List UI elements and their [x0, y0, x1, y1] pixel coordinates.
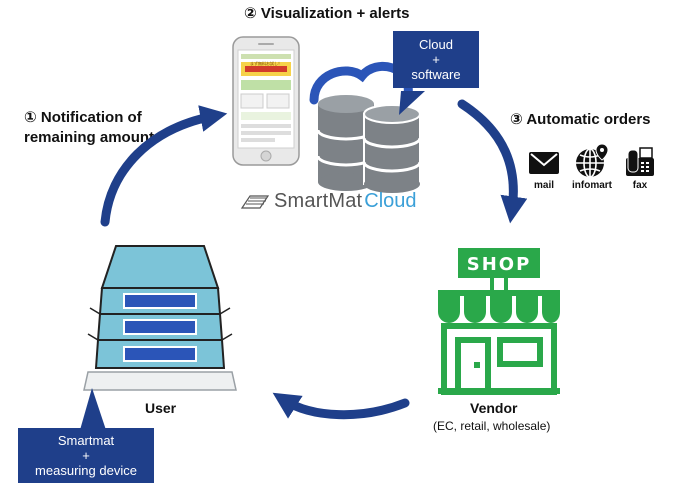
channel-mail: mail — [526, 142, 562, 191]
vendor-subtitle: (EC, retail, wholesale) — [433, 419, 551, 433]
order-channels: mail infomart fax — [526, 142, 666, 202]
step1-label: ① Notification of remaining amount — [24, 108, 154, 148]
step2-label: ② Visualization + alerts — [244, 4, 409, 24]
smartphone: まず無料お試し！ — [232, 36, 300, 166]
arrow-cloud-to-vendor — [457, 99, 528, 224]
channel-infomart-label: infomart — [572, 180, 612, 191]
device-callout-line2: + — [82, 448, 90, 463]
shop-sign-text: SHOP — [466, 254, 532, 275]
device-callout-tail — [80, 388, 106, 430]
device-callout-line3: measuring device — [35, 463, 137, 478]
cloud-callout-tail — [399, 91, 425, 115]
fax-icon — [626, 147, 654, 176]
channel-mail-label: mail — [533, 180, 554, 191]
channel-fax: fax — [622, 142, 658, 191]
smartmat-device-icon — [83, 245, 237, 391]
cloud-callout-line3: software — [411, 67, 461, 82]
vendor-title: Vendor — [470, 400, 518, 416]
user-title: User — [145, 400, 177, 416]
smartmat-cloud-logo: SmartMat Cloud — [240, 190, 417, 213]
step3-number: ③ — [510, 111, 523, 128]
device-callout-line1: Smartmat — [57, 433, 115, 448]
globe-icon — [576, 143, 609, 178]
step3-text: Automatic orders — [526, 111, 651, 128]
step1-line2: remaining amount — [24, 129, 155, 146]
mail-icon — [529, 152, 559, 174]
step1-number: ① — [24, 109, 37, 126]
arrow-user-to-cloud — [100, 105, 228, 227]
brand-smartmat-text: SmartMat — [274, 190, 363, 212]
phone-banner-text: まず無料お試し！ — [250, 61, 282, 66]
channel-fax-label: fax — [632, 180, 648, 191]
brand-cloud-text: Cloud — [364, 190, 417, 212]
channel-infomart: infomart — [572, 142, 612, 191]
step2-text: Visualization + alerts — [260, 5, 410, 22]
shop-icon: SHOP — [434, 246, 564, 396]
arrow-vendor-to-user — [272, 392, 410, 420]
cloud-callout: Cloud + software — [393, 31, 479, 115]
step3-label: ③ Automatic orders — [510, 110, 651, 130]
step2-number: ② — [244, 5, 257, 22]
smartmat-logo-icon — [240, 194, 270, 209]
cloud-callout-line2: + — [432, 52, 440, 67]
database-icon — [309, 61, 422, 193]
cloud-callout-line1: Cloud — [419, 37, 453, 52]
step1-line1: Notification of — [40, 109, 142, 126]
